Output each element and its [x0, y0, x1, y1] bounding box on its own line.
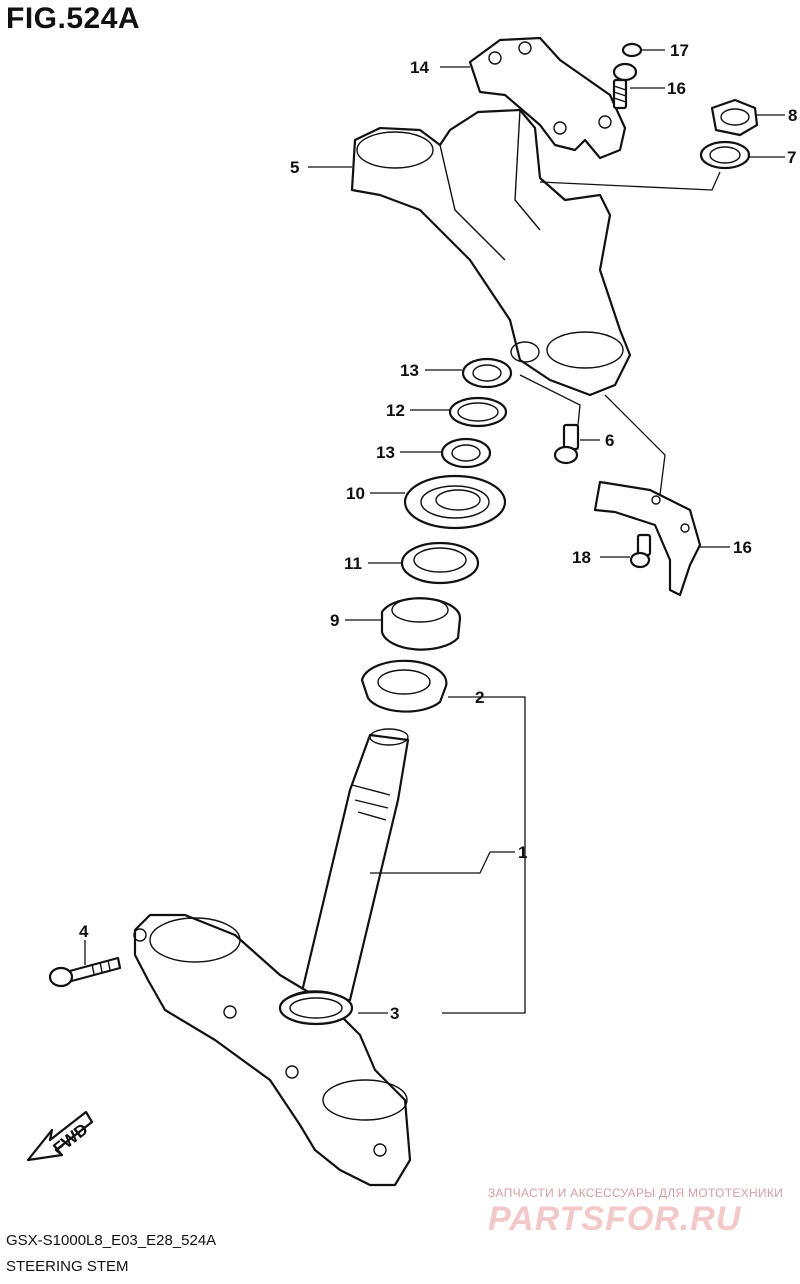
- callout-numbers: 14 17 16 8 7 5 13 12 13 6 10 11 18 16 9 …: [79, 41, 797, 1023]
- callout-11: 11: [344, 554, 362, 573]
- part-6-pinch-bolt[interactable]: [553, 423, 580, 465]
- leader-lines: [84, 49, 785, 1014]
- callout-13-upper: 13: [400, 361, 419, 380]
- part-11-seal[interactable]: [400, 541, 480, 585]
- part-5-upper-bracket[interactable]: [350, 108, 632, 397]
- callout-12: 12: [386, 401, 405, 420]
- callout-1: 1: [518, 843, 527, 862]
- callout-16: 17: [670, 41, 689, 60]
- callout-9: 9: [330, 611, 339, 630]
- callout-7: 7: [787, 148, 796, 167]
- callout-15: 16: [667, 79, 686, 98]
- figure-title: FIG.524A: [6, 2, 141, 35]
- callout-10: 10: [346, 484, 365, 503]
- diagram-caption: STEERING STEM: [6, 1258, 129, 1275]
- part-4-bolt[interactable]: [48, 956, 122, 988]
- part-10-dust-seal[interactable]: [403, 474, 507, 530]
- callout-17: 16: [733, 538, 752, 557]
- part-13-locknut-upper[interactable]: [461, 357, 513, 389]
- part-3-seal[interactable]: [278, 990, 354, 1026]
- part-2-lower-bearing[interactable]: [360, 659, 448, 713]
- callout-6: 6: [605, 431, 614, 450]
- part-7-washer[interactable]: [699, 140, 751, 170]
- part-9-upper-bearing[interactable]: [380, 597, 462, 651]
- callout-14: 14: [410, 58, 429, 77]
- part-12-washer[interactable]: [448, 396, 508, 428]
- part-1-steering-stem[interactable]: [133, 728, 412, 1187]
- part-13-locknut-lower[interactable]: [440, 437, 492, 469]
- callout-18: 18: [572, 548, 591, 567]
- callout-13-lower: 13: [376, 443, 395, 462]
- part-18-bolt[interactable]: [629, 533, 652, 569]
- callout-4: 4: [79, 922, 89, 941]
- watermark-logo: PARTSFOR.RU: [488, 1200, 742, 1238]
- part-16-cap[interactable]: [621, 42, 643, 58]
- fwd-arrow: FWD: [26, 1110, 94, 1162]
- diagram-code: GSX-S1000L8_E03_E28_524A: [6, 1232, 217, 1249]
- part-8-stem-nut[interactable]: [710, 98, 759, 137]
- part-17-cover[interactable]: [593, 480, 702, 597]
- part-15-bolt[interactable]: [612, 62, 638, 110]
- callout-5: 5: [290, 158, 299, 177]
- callout-2: 2: [475, 688, 484, 707]
- callout-3: 3: [390, 1004, 399, 1023]
- callout-8: 8: [788, 106, 797, 125]
- part-14-handlebar-holder[interactable]: [468, 36, 627, 160]
- watermark-tagline: ЗАПЧАСТИ И АКСЕССУАРЫ ДЛЯ МОТОТЕХНИКИ: [488, 1186, 784, 1200]
